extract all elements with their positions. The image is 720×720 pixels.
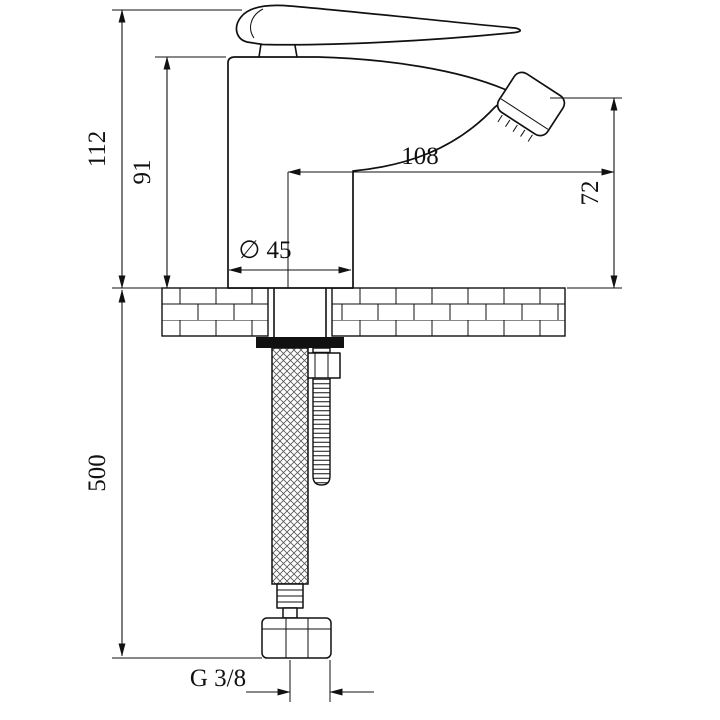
seal-washer	[256, 337, 344, 348]
dimension-label-base-diameter: ∅ 45	[238, 237, 291, 264]
mounting-nut	[302, 352, 341, 379]
under-counter-hardware	[256, 287, 344, 659]
dimension-label-spout-height: 72	[577, 181, 604, 206]
dimension-label-hose-length: 500	[84, 454, 111, 492]
mounting-shank	[273, 287, 327, 338]
aerator-spray-lines	[497, 114, 533, 142]
countertop-right	[331, 287, 566, 337]
dimension-label-total-height: 112	[84, 131, 111, 168]
handle-neck	[258, 43, 298, 58]
countertop-section	[161, 287, 566, 337]
crimp-lines	[277, 589, 303, 603]
dimension-label-spout-reach: 108	[401, 143, 439, 170]
aerator-head	[496, 71, 566, 137]
dimension-labels: 112 91 108 72 ∅ 45 500 G 3/8	[84, 131, 604, 692]
spout-aerator	[496, 71, 566, 142]
dimension-label-body-height: 91	[129, 160, 156, 185]
hose-neck	[282, 607, 298, 619]
connector-nut-facets	[262, 618, 331, 658]
extension-lines	[112, 9, 622, 702]
threaded-stud	[312, 347, 331, 486]
faucet-body	[227, 56, 514, 289]
aerator-band-line	[500, 98, 549, 130]
dimension-label-hose-thread: G 3/8	[190, 665, 246, 692]
dimension-lines	[118, 9, 618, 696]
mounting-nut-facets	[314, 353, 329, 378]
handle-detail-line	[250, 8, 264, 39]
faucet-front-view	[227, 4, 566, 289]
countertop-left	[161, 287, 269, 337]
hose-connector-nut	[261, 617, 332, 659]
faucet-handle	[235, 4, 522, 46]
flexible-hose	[271, 347, 309, 585]
